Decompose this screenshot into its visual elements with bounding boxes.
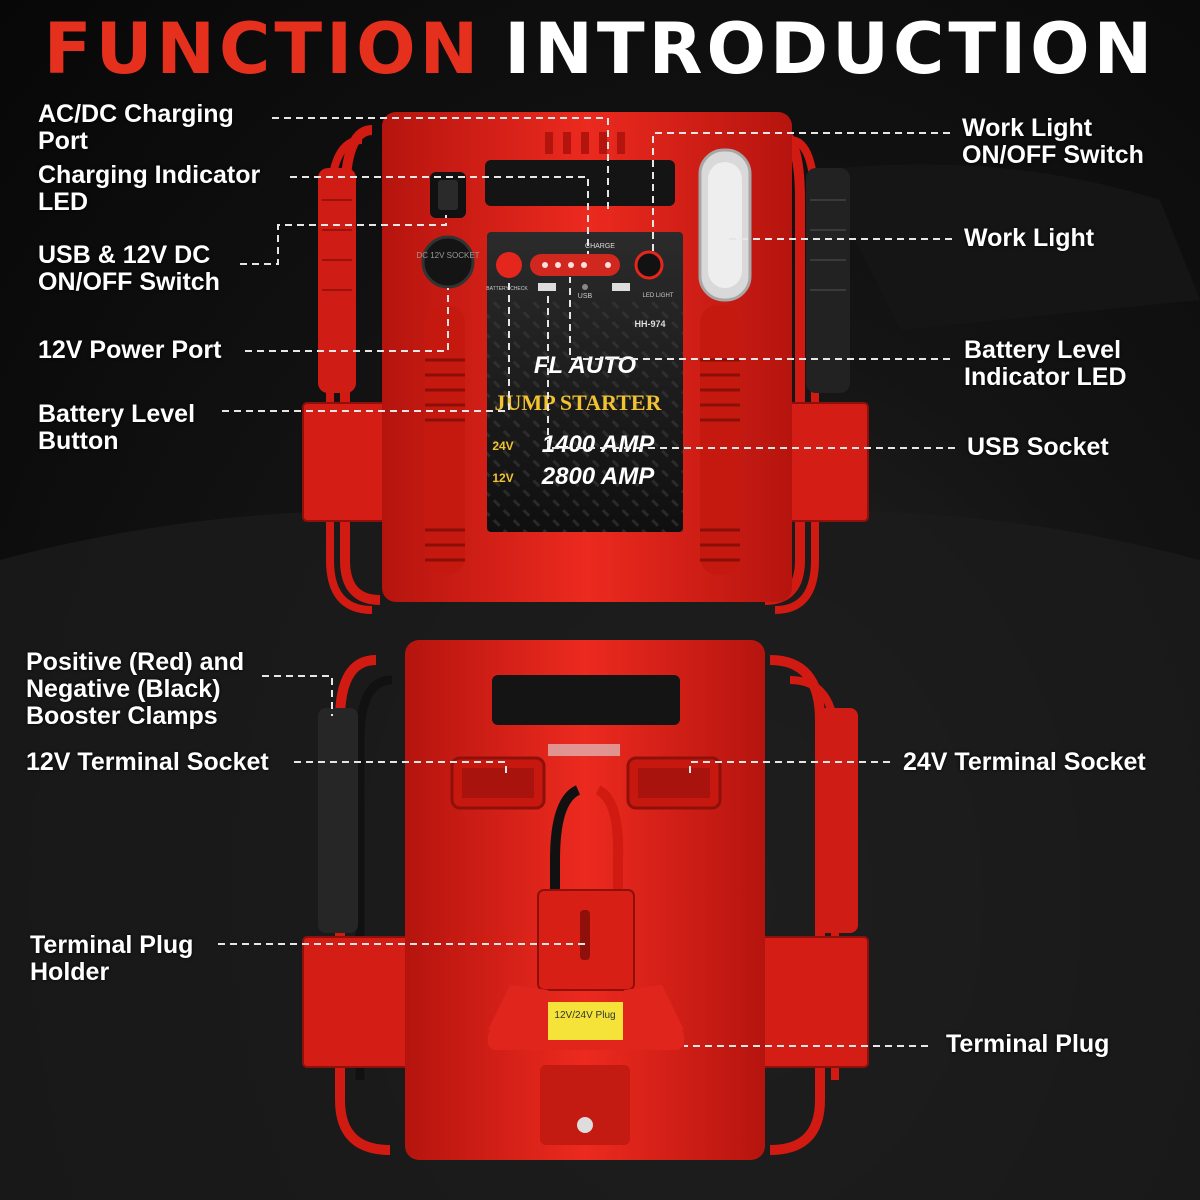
- rating-12v-voltage: 12V: [492, 471, 513, 485]
- leader-usb-switch: [240, 215, 447, 265]
- usb-label: USB: [578, 293, 593, 300]
- leader-acdc: [272, 117, 609, 212]
- label-battery-level-button: Battery Level Button: [38, 400, 196, 455]
- label-work-light: Work Light: [964, 224, 1095, 252]
- label-acdc-charging-port: AC/DC Charging Port: [38, 100, 234, 155]
- label-12v-power-port: 12V Power Port: [38, 336, 222, 364]
- back-unit: 12V/24V Plug: [302, 640, 869, 1160]
- model-number: HH-974: [634, 319, 665, 329]
- dc-socket-label: DC 12V SOCKET: [416, 251, 479, 260]
- rating-12v-amps: 2800 AMP: [541, 463, 655, 490]
- rating-24v-amps: 1400 AMP: [542, 431, 655, 458]
- page-title: FUNCTION INTRODUCTION: [0, 6, 1200, 92]
- label-terminal-plug-holder: Terminal Plug Holder: [30, 931, 194, 986]
- label-terminal-plug: Terminal Plug: [946, 1030, 1110, 1058]
- label-booster-clamps: Positive (Red) and Negative (Black) Boos…: [26, 648, 245, 730]
- label-12v-terminal-socket: 12V Terminal Socket: [26, 748, 269, 776]
- battery-check-label: BATTERY CHECK: [486, 286, 528, 292]
- label-charging-indicator-led: Charging Indicator LED: [38, 161, 261, 216]
- leader-power-port: [245, 288, 449, 352]
- plug-label-line: 12V/24V Plug: [554, 1010, 615, 1021]
- label-work-light-switch: Work Light ON/OFF Switch: [962, 114, 1144, 169]
- rating-24v-voltage: 24V: [492, 439, 513, 453]
- label-usb-socket: USB Socket: [967, 433, 1109, 461]
- leader-charging-led: [290, 176, 589, 254]
- brand-logo: FL AUTO: [534, 352, 637, 379]
- product-name: JUMP STARTER: [495, 390, 663, 415]
- leader-terminal-24v: [689, 761, 890, 778]
- leader-usb-socket: [547, 292, 955, 449]
- leader-battery-led: [569, 277, 950, 360]
- charge-label: CHARGE: [585, 243, 615, 250]
- leader-battery-button: [222, 280, 510, 412]
- led-light-label: LED LIGHT: [642, 293, 673, 299]
- leader-work-light-switch: [652, 132, 950, 252]
- label-24v-terminal-socket: 24V Terminal Socket: [903, 748, 1146, 776]
- label-usb-12v-switch: USB & 12V DC ON/OFF Switch: [38, 241, 220, 296]
- leader-clamps: [262, 675, 333, 716]
- label-battery-level-indicator-led: Battery Level Indicator LED: [964, 336, 1127, 391]
- title-part-introduction: INTRODUCTION: [504, 8, 1157, 90]
- leader-terminal-12v: [294, 761, 507, 778]
- title-part-function: FUNCTION: [43, 8, 483, 90]
